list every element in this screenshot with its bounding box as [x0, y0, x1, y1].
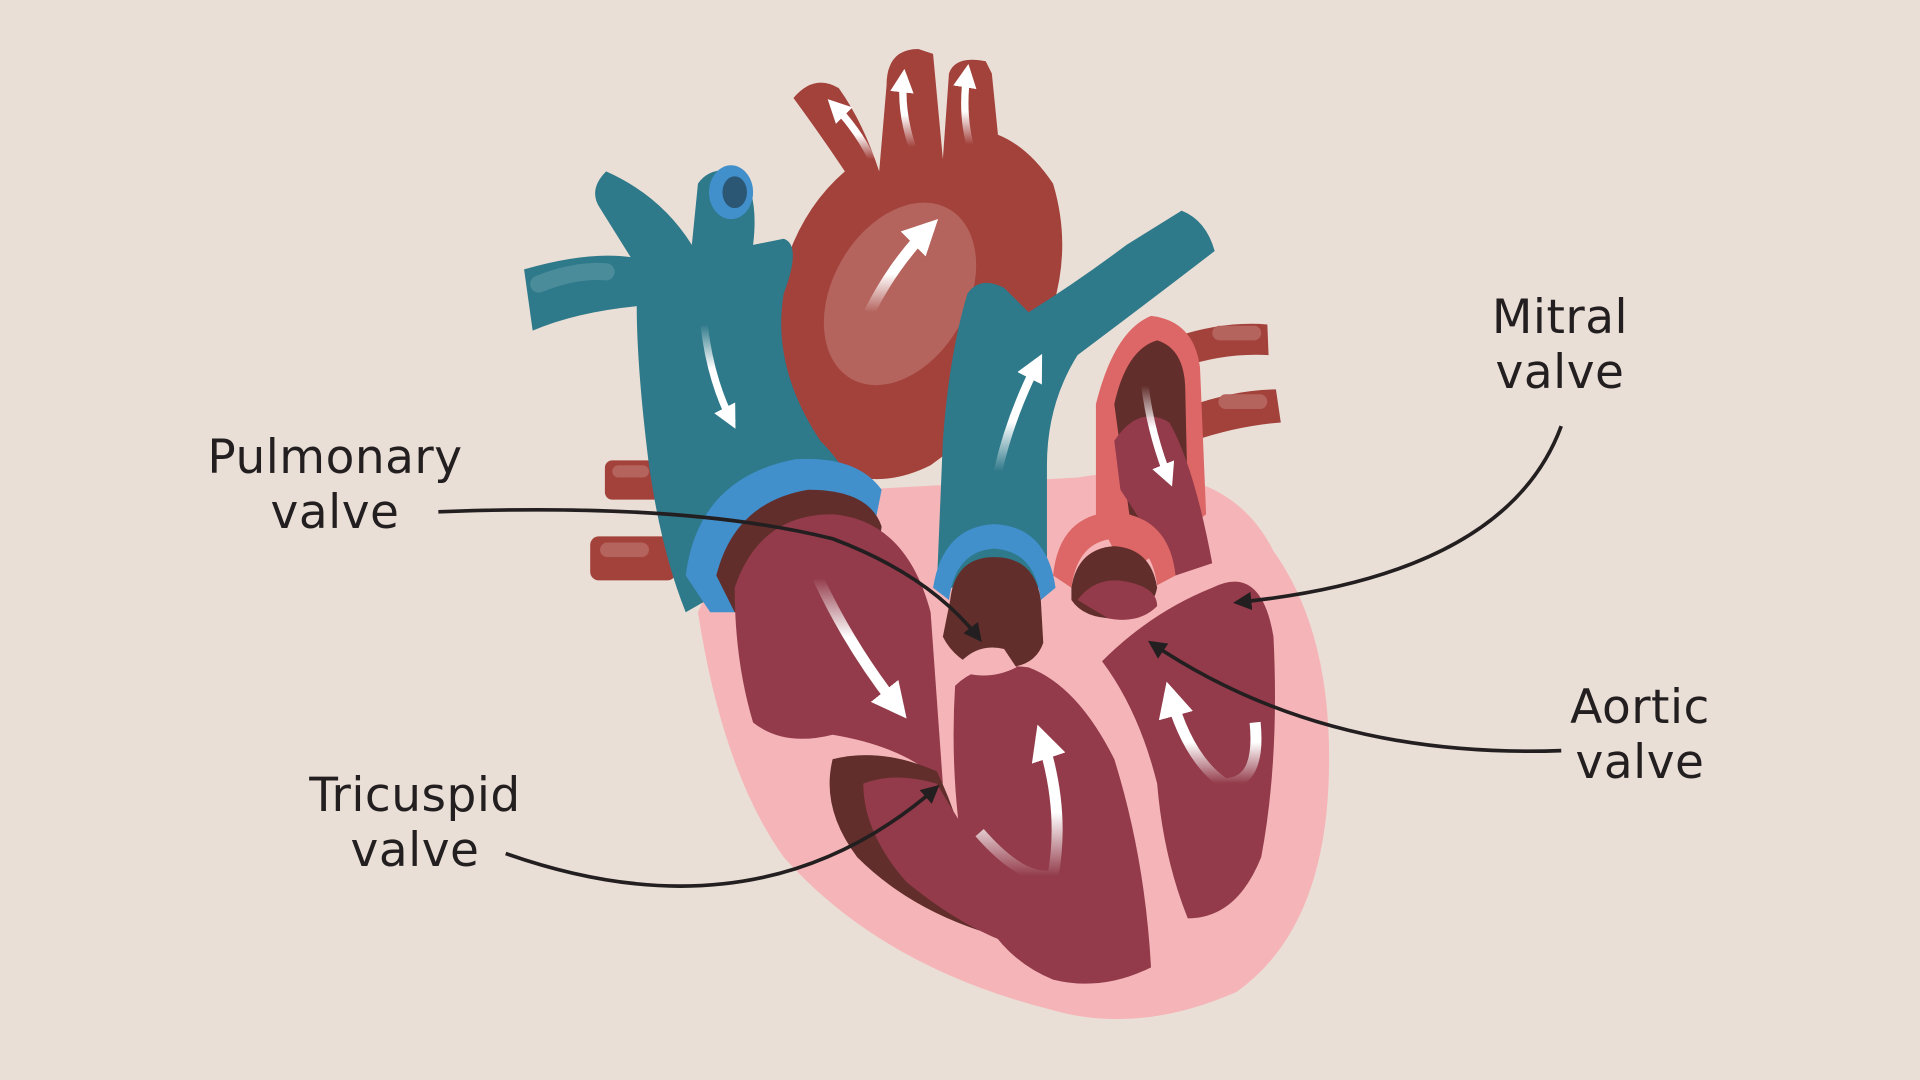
mitral-leader	[1233, 425, 1563, 611]
pulmonary-valve-label: Pulmonary valve	[200, 430, 470, 540]
pulmonary-leader	[438, 507, 982, 643]
tricuspid-valve-label: Tricuspid valve	[290, 768, 540, 878]
aortic-label-line1: Aortic	[1570, 680, 1710, 735]
pulmonary-trunk	[936, 210, 1215, 588]
leader-lines	[438, 425, 1563, 888]
right-pulmonary-veins	[1175, 323, 1281, 441]
pulmonary-label-line1: Pulmonary	[207, 430, 463, 485]
mitral-label-line1: Mitral	[1491, 290, 1629, 345]
aortic-valve-label: Aortic valve	[1560, 680, 1720, 790]
valve-rings	[933, 511, 1176, 676]
aortic-leader	[1147, 640, 1562, 753]
tricuspid-label-line2: valve	[350, 823, 480, 878]
left-atrium	[1095, 315, 1213, 576]
right-ventricle	[734, 514, 1054, 956]
aortic-label-line2: valve	[1575, 735, 1705, 790]
mitral-label-line2: valve	[1495, 345, 1625, 400]
tricuspid-leader	[505, 784, 940, 888]
pulmonary-label-line2: valve	[270, 485, 400, 540]
tricuspid-label-line1: Tricuspid	[309, 768, 521, 823]
left-ventricle	[953, 581, 1275, 984]
mitral-valve-label: Mitral valve	[1480, 290, 1640, 400]
